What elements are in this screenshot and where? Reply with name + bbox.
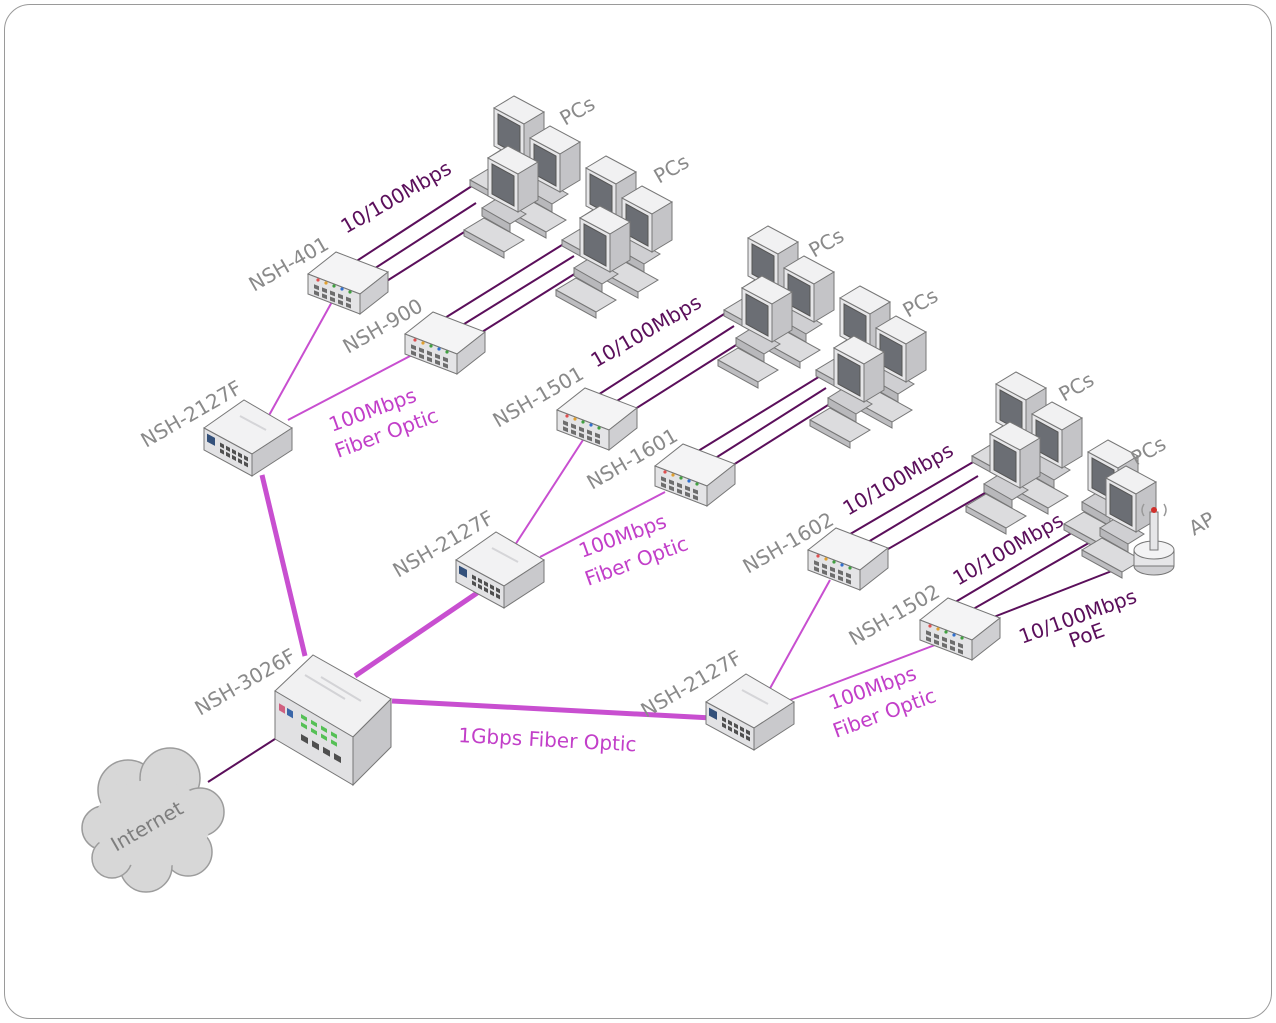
copper-nsh900-c [465, 267, 585, 343]
link-core-to-left-agg [259, 474, 308, 657]
link-core-to-right-agg [391, 698, 713, 721]
link-right-agg-to-nsh1602 [767, 579, 831, 693]
link-right-agg-to-nsh1502 [789, 644, 936, 701]
core-switch-nsh-3026f-icon [274, 654, 392, 786]
slide-frame [4, 4, 1272, 1019]
backbone-label: 1Gbps Fiber Optic [458, 723, 637, 756]
switch-nsh-1502-icon [919, 597, 1001, 661]
copper-nsh401-a [351, 181, 479, 265]
link-core-to-mid-agg [353, 588, 482, 679]
internet-cloud-icon [81, 747, 225, 893]
network-links [207, 181, 1141, 783]
pcs-label-5: PCs [1055, 367, 1099, 406]
switch-nsh-900-icon [404, 311, 486, 375]
pcs-label-2: PCs [650, 149, 694, 188]
agg-switch-right-icon [705, 673, 795, 751]
copper-nsh401-b [365, 202, 477, 275]
copper-nsh1501-c [623, 339, 745, 417]
link-left-agg-to-nsh900 [287, 354, 413, 421]
copper-nsh1501-a [589, 306, 736, 401]
access-point-icon [1133, 503, 1175, 576]
copper-1602-label: 10/100Mbps [839, 438, 958, 521]
link-left-agg-to-nsh401 [261, 299, 334, 429]
copper-nsh1501-b [605, 325, 735, 409]
link-mid-agg-to-nsh1601 [539, 491, 666, 558]
pcs-label-3: PCs [805, 223, 849, 262]
copper-nsh1602-a [839, 457, 981, 541]
copper-nsh1601-b [705, 387, 827, 465]
pcs-label-4: PCs [899, 283, 943, 322]
copper-nsh900-a [431, 239, 571, 327]
pcs-label-1: PCs [556, 91, 600, 130]
copper-401-label: 10/100Mbps [337, 156, 456, 239]
switch-nsh-401-icon [307, 251, 389, 315]
ap-label: AP [1185, 507, 1219, 541]
copper-nsh1601-c [721, 399, 837, 473]
copper-nsh1601-a [689, 369, 831, 457]
copper-nsh1502-a [951, 527, 1081, 605]
copper-nsh401-c [381, 221, 481, 285]
copper-nsh1602-c [875, 489, 991, 557]
copper-nsh1602-b [857, 475, 979, 549]
link-mid-agg-to-nsh1501 [514, 439, 584, 546]
copper-nsh900-b [447, 255, 575, 335]
switch-nsh-1501-icon [556, 387, 638, 451]
copper-nsh1502-b [967, 539, 1095, 613]
